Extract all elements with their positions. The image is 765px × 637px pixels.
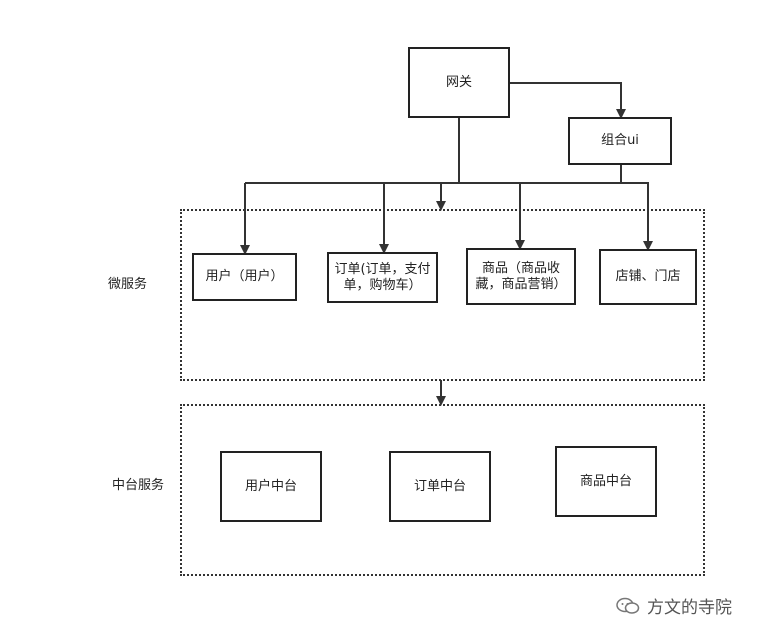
- microservices-label: 微服务: [108, 277, 148, 292]
- edge-gateway-to-compose-ui: [509, 82, 626, 119]
- store-service-node: 店铺、门店: [599, 249, 697, 305]
- watermark: 方文的寺院: [615, 593, 732, 618]
- gateway-node: 网关: [408, 47, 510, 118]
- watermark-text: 方文的寺院: [647, 598, 732, 618]
- order-service-node: 订单(订单，支付单，购物车）: [327, 252, 438, 303]
- goods-center-node: 商品中台: [555, 446, 657, 517]
- user-service-node: 用户（用户）: [192, 253, 297, 301]
- middle-platform-group: [180, 404, 705, 576]
- edge-to-store: [621, 182, 653, 251]
- goods-service-node: 商品（商品收藏，商品营销）: [466, 248, 576, 305]
- user-center-node: 用户中台: [220, 451, 322, 522]
- compose-ui-node: 组合ui: [568, 117, 672, 165]
- microservices-group: [180, 209, 705, 381]
- middle-platform-label: 中台服务: [112, 478, 165, 493]
- wechat-icon: [616, 597, 640, 614]
- order-center-node: 订单中台: [389, 451, 491, 522]
- edge-compose-ui-trunk: [384, 164, 622, 184]
